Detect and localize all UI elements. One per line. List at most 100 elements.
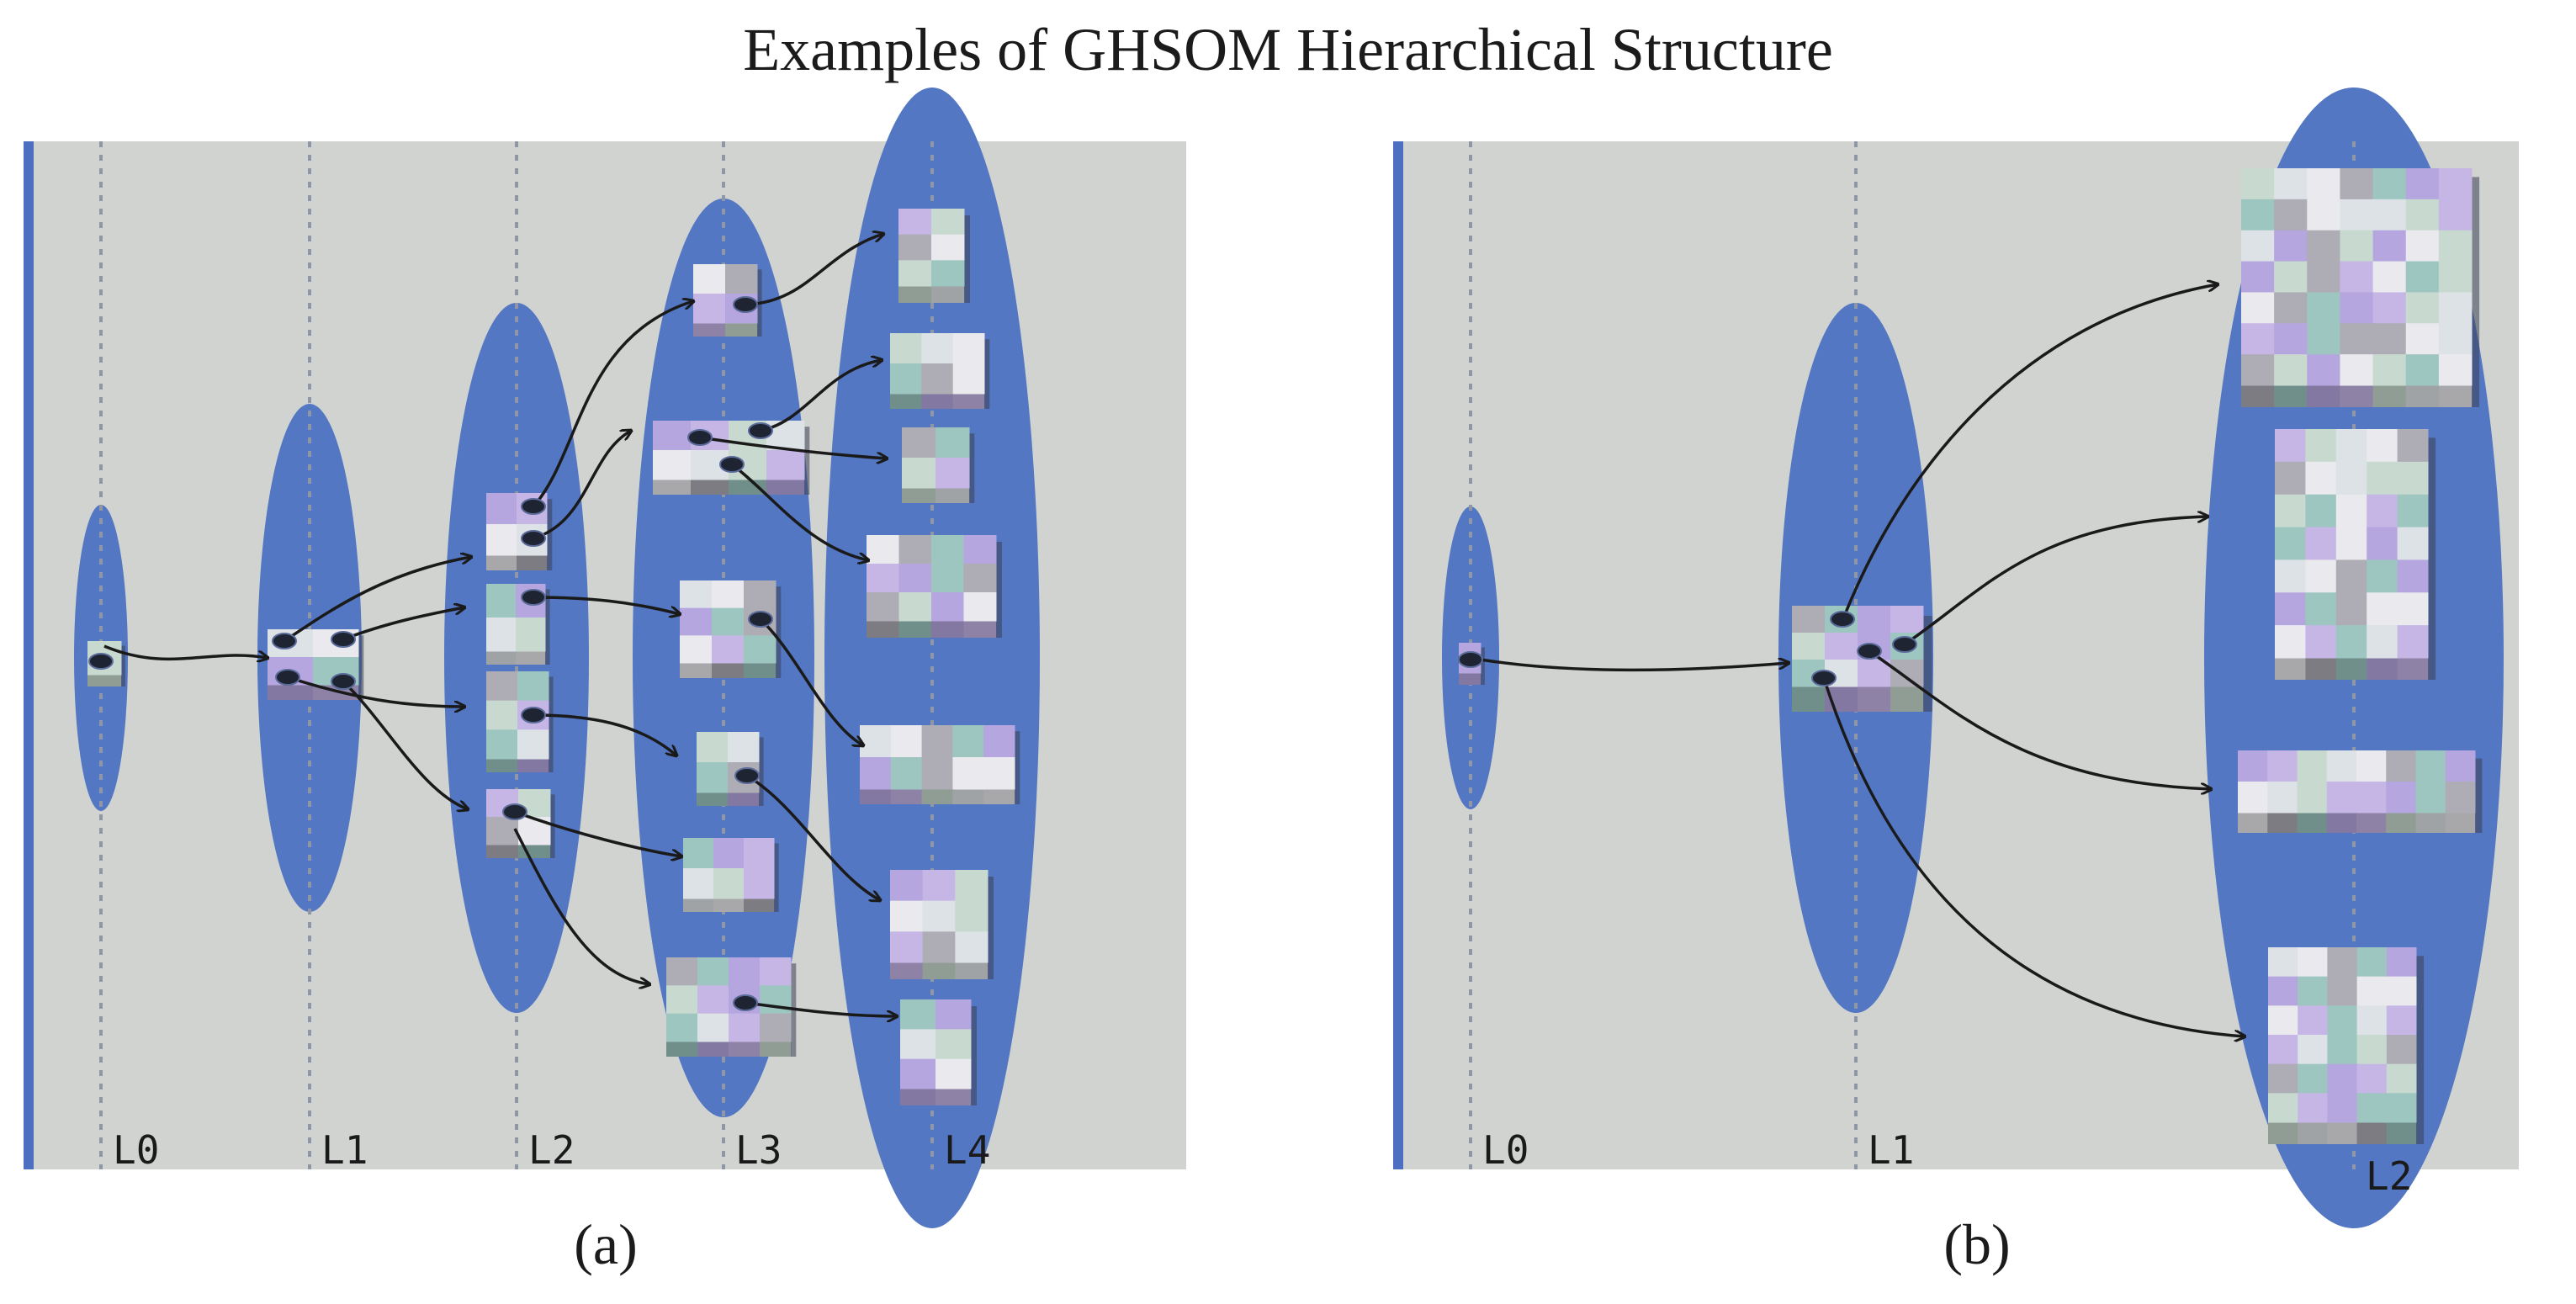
map-side [1923, 616, 1932, 712]
link-node-dot [275, 669, 300, 686]
map-cell [2340, 230, 2374, 262]
map-cell [860, 757, 892, 790]
map-side [804, 427, 810, 495]
arrow-l1-l2-2 [342, 607, 464, 641]
map-edge-cell [1459, 673, 1481, 685]
map-cell [2356, 1063, 2388, 1094]
map-cell [2372, 261, 2407, 293]
map-edge-cell [725, 323, 758, 337]
map-cell [890, 725, 923, 758]
map-cell [2274, 292, 2308, 324]
map-cell [2397, 559, 2429, 593]
map-cell [2438, 230, 2473, 262]
map-side [984, 339, 990, 409]
map-edge-cell [713, 898, 745, 912]
map-cell [2241, 199, 2275, 231]
map-cell [2438, 261, 2473, 293]
map-cell [931, 592, 964, 622]
link-node-dot [521, 589, 546, 606]
map-cell [2298, 1063, 2328, 1094]
map-cell [2405, 230, 2440, 262]
map-cell [890, 757, 923, 790]
map-cell [936, 427, 970, 459]
map-cell [2438, 292, 2473, 324]
map-cell [921, 363, 954, 395]
map-edge-cell [2397, 658, 2429, 680]
arrow-l3-l4-5 [759, 618, 863, 745]
som-map-a-7 [693, 264, 762, 337]
map-edge-cell [931, 621, 964, 638]
map-cell [2372, 323, 2407, 355]
map-edge-cell [2356, 1122, 2388, 1144]
map-cell [486, 493, 517, 525]
map-cell [2238, 782, 2268, 814]
link-node-dot [1830, 611, 1855, 628]
map-cell [2268, 947, 2298, 978]
link-node-dot [502, 803, 527, 820]
map-edge-cell [1890, 686, 1924, 712]
map-edge-cell [2372, 385, 2407, 407]
map-cell [2397, 625, 2429, 659]
map-cell [2372, 354, 2407, 386]
map-cell [653, 421, 692, 451]
map-side [358, 635, 364, 700]
map-cell [2372, 230, 2407, 262]
map-cell [2397, 527, 2429, 560]
map-cell [931, 260, 965, 287]
map-cell [2405, 168, 2440, 200]
map-edge-cell [952, 789, 984, 804]
arrow-l3-l4-4 [730, 463, 868, 560]
map-edge-cell [517, 555, 548, 570]
map-cell [2307, 261, 2340, 293]
map-edge-cell [898, 621, 932, 638]
map-cell [2356, 1035, 2388, 1065]
map-cell [2297, 750, 2328, 782]
map-cell [2367, 429, 2398, 463]
map-edge-cell [1792, 686, 1826, 712]
map-cell [2275, 592, 2306, 626]
map-cell [653, 450, 692, 480]
map-edge-cell [2386, 1122, 2417, 1144]
map-cell [712, 607, 745, 636]
arrow-l3-l4-3 [699, 436, 887, 459]
map-cell [2268, 1063, 2298, 1094]
map-cell [2327, 1035, 2358, 1065]
map-cell [697, 957, 729, 986]
map-cell [693, 264, 726, 294]
map-cell [2267, 782, 2298, 814]
panel-b: L0 L1 L2 [1393, 87, 2519, 1228]
map-cell [898, 592, 932, 622]
map-edge-cell [2305, 658, 2337, 680]
link-node-dot [733, 296, 758, 313]
map-cell [2356, 1093, 2388, 1123]
level-label-l2: L2 [528, 1127, 575, 1173]
map-cell [2297, 782, 2328, 814]
map-side [964, 215, 970, 303]
map-edge-cell [2267, 813, 2298, 833]
map-cell [2356, 947, 2388, 978]
link-node-dot [687, 429, 713, 446]
map-cell [2340, 261, 2374, 293]
map-cell [2307, 230, 2340, 262]
map-cell [680, 580, 713, 609]
map-cell [890, 900, 924, 932]
map-side [969, 433, 975, 503]
map-cell [963, 564, 997, 593]
map-cell [683, 868, 714, 899]
link-node-dot [521, 707, 546, 724]
map-edge-cell [2238, 813, 2268, 833]
arrow-b-l0-l1 [1470, 656, 1789, 672]
panel-a-link-dots [88, 296, 773, 1011]
map-cell [952, 725, 984, 758]
map-edge-cell [2405, 385, 2440, 407]
map-cell [1825, 633, 1858, 660]
som-map-a-16 [867, 535, 1002, 638]
map-cell [2405, 292, 2440, 324]
map-edge-cell [921, 789, 953, 804]
level-label-l1: L1 [321, 1127, 368, 1173]
map-cell [983, 725, 1015, 758]
map-cell [2367, 625, 2398, 659]
map-cell [890, 870, 924, 902]
map-cell [2275, 494, 2306, 528]
panel-b-level-labels: L0 L1 L2 [1482, 1127, 2412, 1199]
